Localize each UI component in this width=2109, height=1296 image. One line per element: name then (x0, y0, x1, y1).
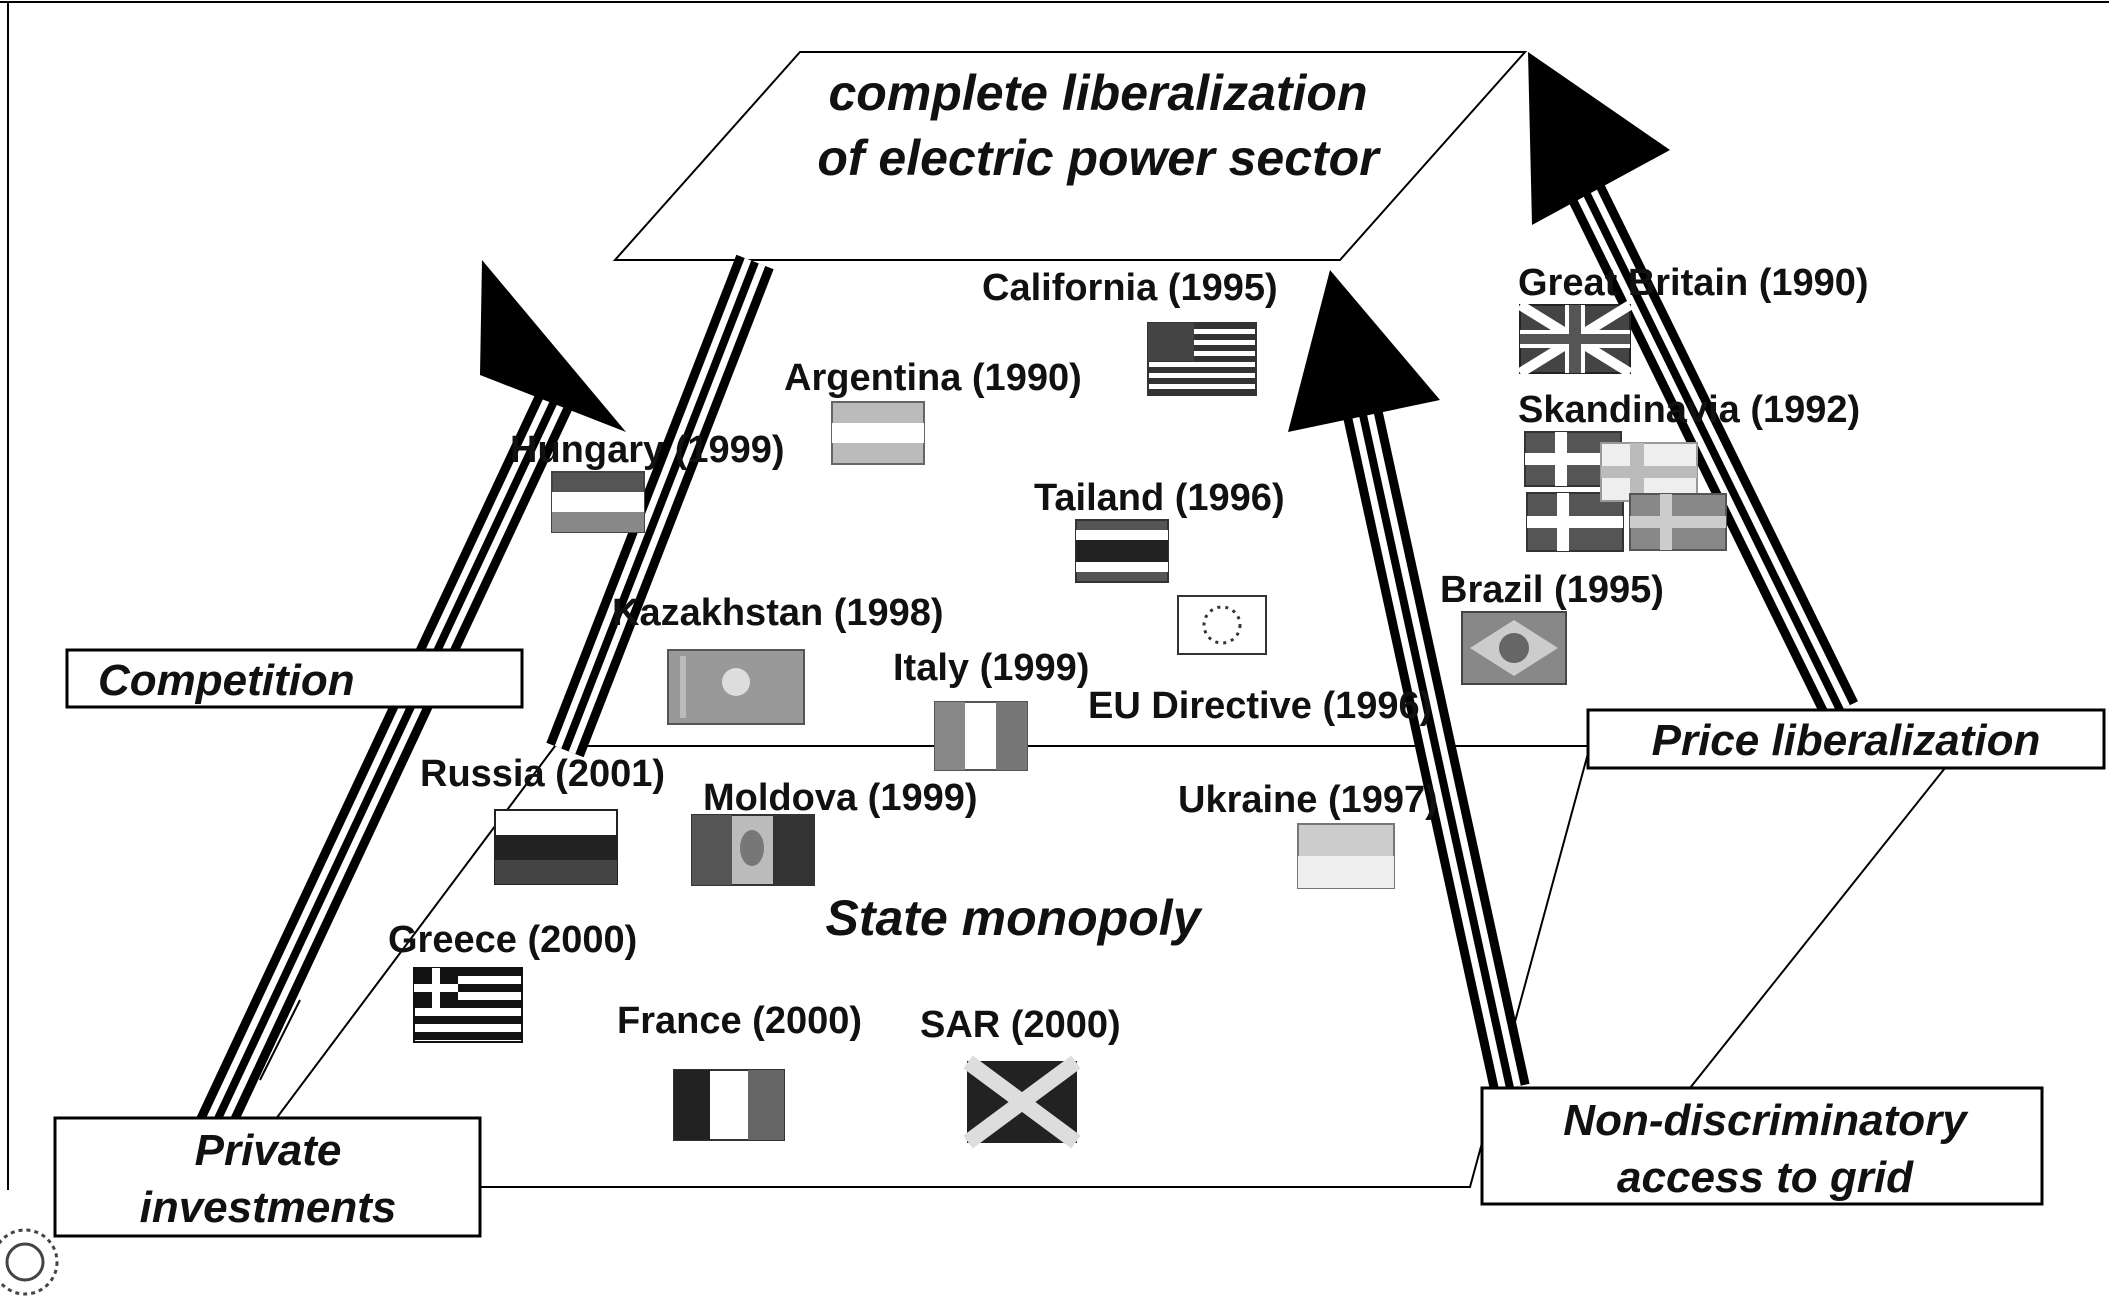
guide-line-left (259, 999, 301, 1081)
country-label: Skandinavia (1992) (1518, 389, 1860, 431)
arrow-private-investments (196, 260, 626, 1134)
scandinavia-flags-icon (1524, 431, 1727, 552)
box-price-label: Price liberalization (1652, 716, 2041, 765)
base-plane (223, 745, 1592, 1188)
country-label: Russia (2001) (420, 753, 665, 795)
box-price-liberalization: Price liberalization (1586, 708, 2106, 770)
brazil-flag-icon (1461, 611, 1567, 685)
country-label: Ukraine (1997) (1178, 779, 1438, 821)
top-plane (612, 51, 1528, 261)
guide-line-right (1689, 767, 1946, 1089)
greece-flag-icon (413, 967, 523, 1043)
country-label: EU Directive (1996) (1088, 685, 1432, 727)
country-label: Great Britain (1990) (1518, 262, 1869, 304)
country-label: Tailand (1996) (1034, 477, 1285, 519)
italy-flag-icon (934, 701, 1028, 771)
box-access-to-grid: Non-discriminatory access to grid (1480, 1086, 2044, 1206)
state-monopoly-label: State monopoly (825, 890, 1202, 946)
country-label: Argentina (1990) (784, 357, 1082, 399)
top-label-line2: of electric power sector (817, 130, 1381, 186)
country-label: France (2000) (617, 1000, 862, 1042)
sar-flag-icon (963, 1055, 1081, 1149)
moldova-flag-icon (691, 814, 815, 886)
country-label: Kazakhstan (1998) (612, 592, 944, 634)
top-label-line1: complete liberalization (828, 65, 1367, 121)
box-competition: Competition (65, 648, 524, 709)
country-label: California (1995) (982, 267, 1278, 309)
great-britain-flag-icon (1517, 300, 1633, 378)
arrow-access-to-grid (1288, 270, 1530, 1093)
usa-flag-icon (1147, 322, 1257, 396)
box-access-line2: access to grid (1617, 1153, 1914, 1202)
box-private-line2: investments (140, 1183, 397, 1232)
country-label: Greece (2000) (388, 919, 637, 961)
country-label: Italy (1999) (893, 647, 1089, 689)
france-flag-icon (673, 1069, 785, 1141)
eu-flag-icon (1177, 595, 1267, 655)
box-private-line1: Private (195, 1126, 342, 1175)
hungary-flag-icon (551, 471, 645, 533)
arrow-competition (546, 254, 774, 758)
country-label: Moldova (1999) (703, 777, 978, 819)
logo-icon (0, 1228, 59, 1296)
country-label: SAR (2000) (920, 1004, 1121, 1046)
country-label: Hungary (1999) (510, 429, 785, 471)
country-label: Brazil (1995) (1440, 569, 1664, 611)
box-competition-label: Competition (98, 656, 355, 705)
ukraine-flag-icon (1297, 823, 1395, 889)
argentina-flag-icon (831, 401, 925, 465)
box-access-line1: Non-discriminatory (1563, 1096, 1969, 1145)
russia-flag-icon (494, 809, 618, 885)
kazakhstan-flag-icon (667, 649, 805, 725)
box-private-investments: Private investments (53, 1116, 482, 1238)
thailand-flag-icon (1075, 519, 1169, 583)
arrow-price-liberalization (1528, 52, 1858, 719)
